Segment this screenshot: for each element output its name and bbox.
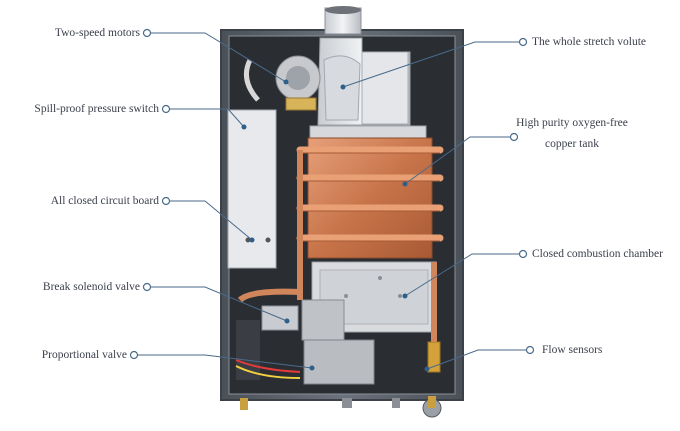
label-spill-proof-pressure-switch: Spill-proof pressure switch: [34, 103, 159, 115]
valve-assembly: [235, 288, 375, 385]
leader-lines: [134, 32, 530, 370]
target-dots: [241, 79, 430, 372]
label-copper-tank-line2: copper tank: [545, 138, 599, 150]
label-copper-tank: High purity oxygen-free copper tank: [502, 116, 642, 151]
flue-pipe: [324, 6, 362, 35]
combustion-chamber: [311, 261, 437, 333]
label-closed-combustion-chamber: Closed combustion chamber: [532, 248, 663, 260]
label-two-speed-motors: Two-speed motors: [54, 27, 140, 39]
label-break-solenoid-valve: Break solenoid valve: [42, 281, 140, 293]
flow-sensor: [422, 262, 442, 418]
leader-dots: [129, 28, 535, 360]
label-copper-tank-line1: High purity oxygen-free: [516, 117, 628, 129]
bottom-connectors: [240, 398, 400, 410]
label-whole-stretch-volute: The whole stretch volute: [532, 36, 647, 48]
label-proportional-valve: Proportional valve: [41, 349, 127, 361]
motor: [243, 55, 321, 111]
circuit-board-box: [227, 109, 277, 269]
label-all-closed-circuit-board: All closed circuit board: [50, 195, 159, 207]
copper-tank: [296, 125, 444, 300]
label-flow-sensors: Flow sensors: [542, 344, 603, 356]
